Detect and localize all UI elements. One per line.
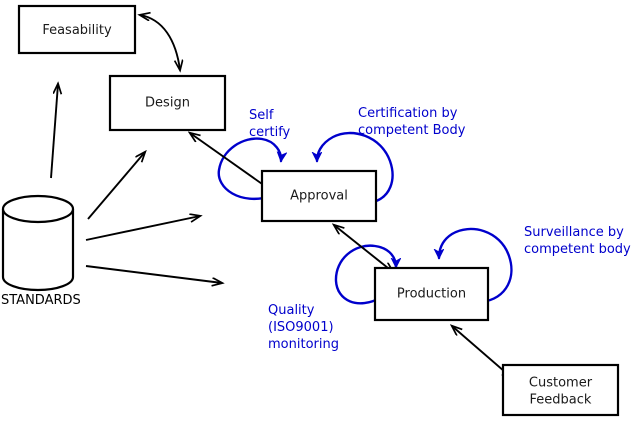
connector-approval-production-path [334,225,393,272]
node-feasability-label: Feasability [42,23,112,38]
connector-design-approval-path [190,133,272,191]
annotation-self-certify-line1: Self [249,108,274,123]
connector-design-feasability-path [140,15,180,70]
node-production-label: Production [397,287,466,302]
annotation-surveillance-by-competent-body: Surveillance by competent body [524,225,631,257]
connector-standards-approval-path [85,216,200,241]
annotation-self-certify: Self certify [249,108,291,140]
connector-approval-production [334,225,393,272]
connector-design-approval [190,133,272,191]
node-standards-label: STANDARDS [1,293,81,308]
standards-cylinder-top[interactable] [1,194,75,224]
annotation-surveillance-line1: Surveillance by [524,225,624,240]
connector-standards-approval [85,216,200,241]
node-standards-datastore[interactable]: STANDARDS [1,194,81,308]
node-approval-label: Approval [290,189,348,204]
node-design[interactable]: Design [108,74,227,132]
surveillance-loop-path [439,227,513,304]
annotation-surveillance-line2: competent body [524,242,631,257]
annotation-certification-line2: competent Body [358,123,466,138]
node-feasability-box[interactable] [17,4,137,55]
annotation-quality-monitoring: Quality (ISO9001) monitoring [268,303,339,352]
annotation-certification-line1: Certification by [358,106,458,121]
node-feasability[interactable]: Feasability [17,4,137,55]
node-customer-feedback-box[interactable] [501,363,620,417]
annotation-certification-by-competent-body: Certification by competent Body [358,106,466,138]
node-design-label: Design [145,96,190,111]
connector-standards-design-path [87,152,145,220]
annotation-quality-line3: monitoring [268,337,339,352]
annotation-quality-line2: (ISO9001) [268,320,334,335]
node-production-box[interactable] [373,266,490,322]
node-production[interactable]: Production [373,266,490,322]
surveillance-loop [439,227,513,304]
node-customer-feedback-label-line2: Feedback [530,393,592,408]
node-customer-feedback-label-line1: Customer [529,376,593,391]
connector-standards-feasability [50,84,58,179]
node-customer-feedback[interactable]: Customer Feedback [501,363,620,417]
connector-standards-production-path [85,265,222,283]
node-design-box[interactable] [108,74,227,132]
connector-standards-production [85,265,222,283]
connector-design-feasability [140,15,180,70]
annotation-quality-line1: Quality [268,303,315,318]
standards-cylinder-body[interactable] [1,209,75,292]
annotation-self-certify-line2: certify [249,125,291,140]
node-approval-box[interactable] [260,169,378,223]
connector-standards-design [87,152,145,220]
certification-loop [317,131,394,205]
certification-loop-path [317,131,394,205]
node-approval[interactable]: Approval [260,169,378,223]
connector-standards-feasability-path [50,84,58,179]
